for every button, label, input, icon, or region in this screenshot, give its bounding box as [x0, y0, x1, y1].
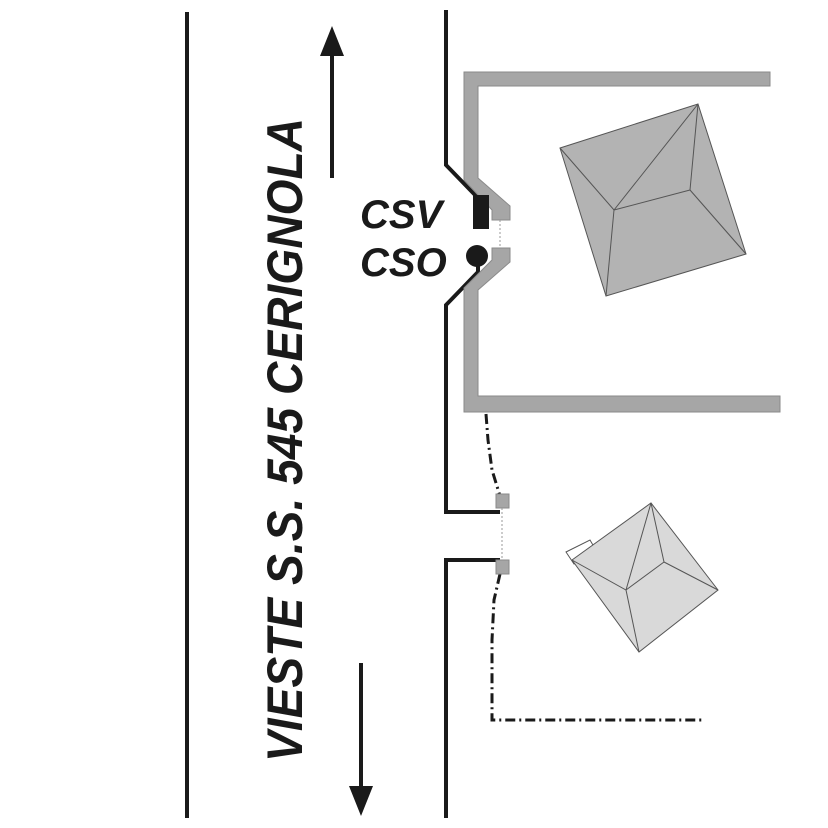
cso-label: CSO: [360, 241, 447, 285]
arrow-down-icon: [349, 663, 373, 816]
lower-building: [565, 502, 719, 653]
lower-gate-pillar-top: [495, 493, 510, 509]
road-label: VIESTE S.S. 545 CERIGNOLA: [257, 118, 313, 762]
csv-marker: [473, 195, 489, 229]
csv-label: CSV: [360, 193, 446, 237]
upper-enclosure-wall-lower: [463, 247, 781, 413]
upper-building: [559, 103, 747, 297]
road-edge-right-bottom: [444, 558, 500, 818]
cso-marker: [466, 245, 488, 267]
lower-boundary-upper: [484, 413, 502, 497]
lower-boundary-lower: [490, 573, 704, 722]
road-edge-right-mid: [444, 264, 500, 514]
arrow-up-icon: [320, 26, 344, 178]
lower-gate-pillar-bottom: [495, 559, 510, 575]
